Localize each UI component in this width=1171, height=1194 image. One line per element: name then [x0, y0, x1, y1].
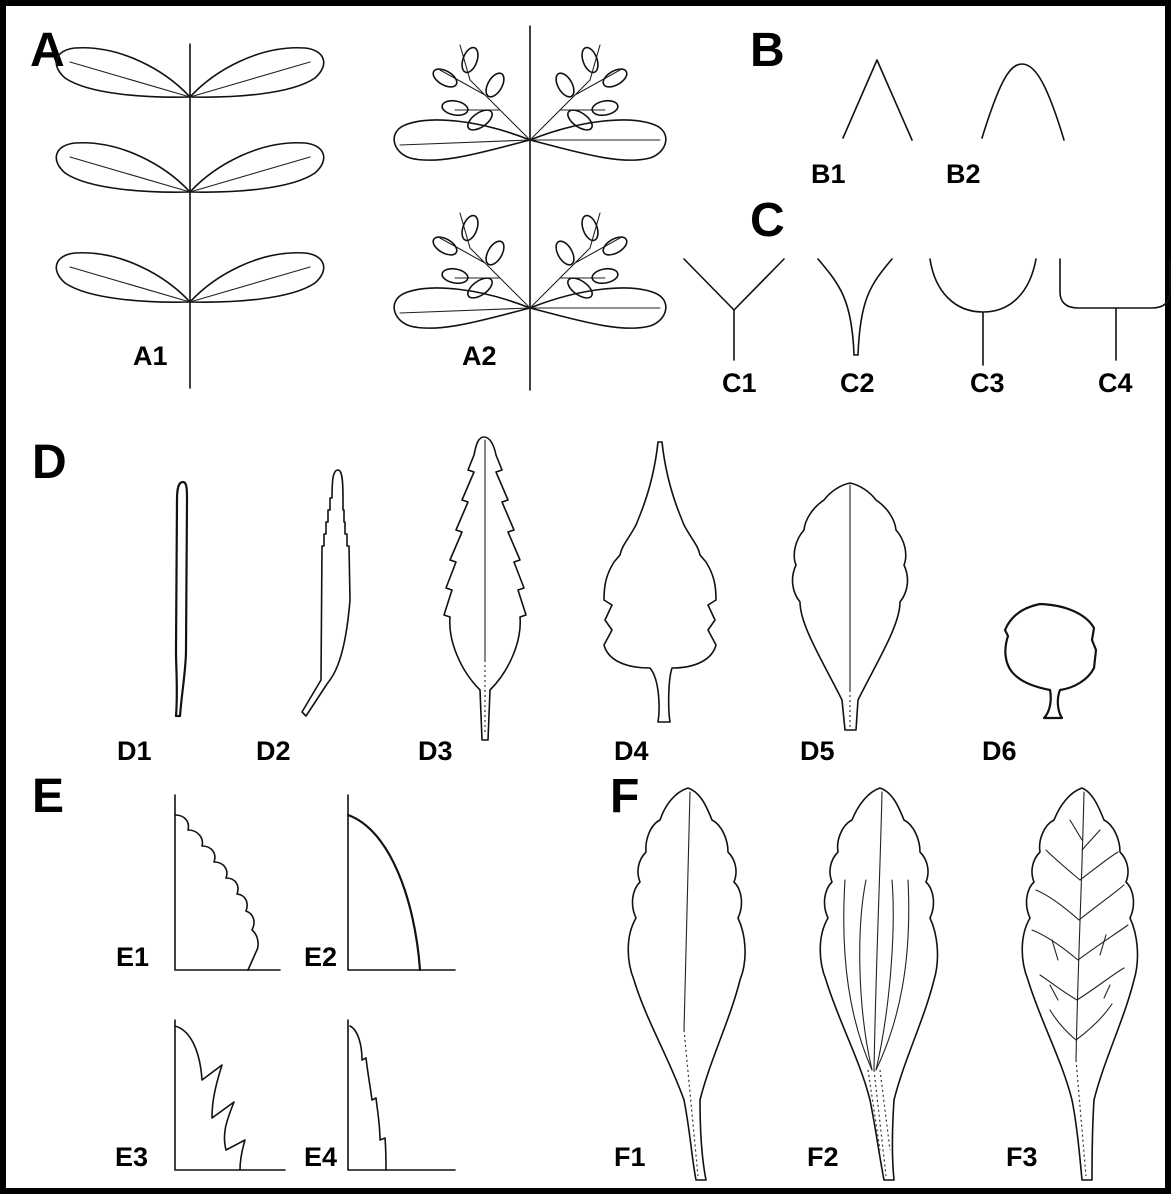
label-d5: D5	[800, 736, 835, 766]
label-c2: C2	[840, 368, 875, 398]
label-e2: E2	[304, 942, 337, 972]
label-f3: F3	[1006, 1142, 1038, 1172]
label-c1: C1	[722, 368, 757, 398]
label-d6: D6	[982, 736, 1017, 766]
label-d2: D2	[256, 736, 291, 766]
label-f1: F1	[614, 1142, 646, 1172]
panel-a-letter: A	[30, 24, 65, 77]
label-b2: B2	[946, 159, 981, 189]
panel-f-letter: F	[610, 770, 639, 823]
panel-c-letter: C	[750, 194, 785, 247]
panel-b-letter: B	[750, 24, 785, 77]
panel-d-letter: D	[32, 436, 67, 489]
label-d4: D4	[614, 736, 649, 766]
label-d3: D3	[418, 736, 453, 766]
label-c4: C4	[1098, 368, 1133, 398]
label-e4: E4	[304, 1142, 337, 1172]
label-a2: A2	[462, 341, 497, 371]
label-c3: C3	[970, 368, 1005, 398]
panel-e-letter: E	[32, 770, 64, 823]
label-a1: A1	[133, 341, 168, 371]
label-f2: F2	[807, 1142, 839, 1172]
label-b1: B1	[811, 159, 846, 189]
label-e3: E3	[115, 1142, 148, 1172]
label-d1: D1	[117, 736, 152, 766]
label-e1: E1	[116, 942, 149, 972]
